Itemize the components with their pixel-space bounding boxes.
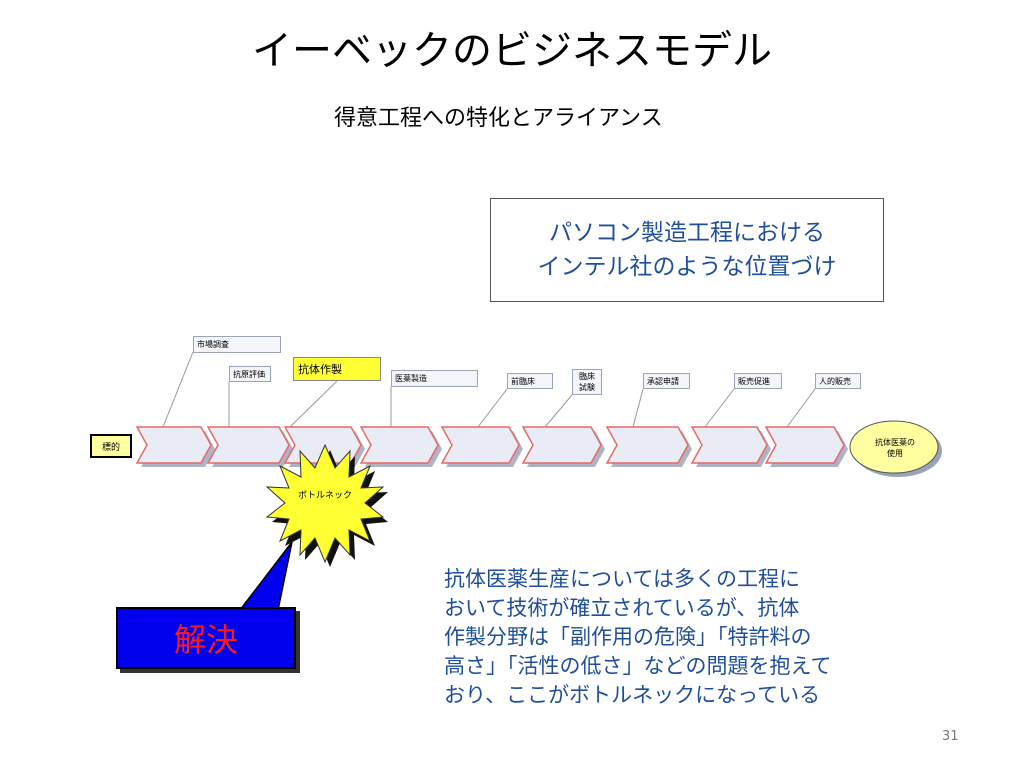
explanation-line-5: おり、ここがボトルネックになっている: [444, 683, 821, 707]
goal-line-1: 抗体医薬の: [875, 438, 915, 447]
explanation-line-3: 作製分野は「副作用の危険」「特許料の: [444, 625, 812, 649]
slide-title: イーベックのビジネスモデル: [252, 28, 772, 74]
step-label-preclinical: 前臨床: [507, 373, 553, 389]
bottleneck-label: ボトルネック: [297, 491, 352, 501]
chevron-4: [359, 426, 439, 464]
step-label-approval: 承認申請: [643, 373, 690, 389]
explanation-line-1: 抗体医薬生産については多くの工程に: [444, 567, 800, 591]
explanation-line-2: おいて技術が確立されているが、抗体: [444, 596, 800, 620]
step-label-sales: 人的販売: [815, 373, 861, 389]
explanation-text: 抗体医薬生産については多くの工程に おいて技術が確立されているが、抗体 作製分野…: [444, 565, 934, 710]
step-label-manufacture: 医薬製造: [391, 370, 478, 387]
chevron-9: [764, 426, 845, 464]
slide-subtitle: 得意工程への特化とアライアンス: [334, 106, 663, 131]
analogy-line-1: パソコン製造工程における: [549, 220, 825, 246]
step-label-antigen: 抗原評価: [229, 366, 271, 382]
leader-line-promotion: [704, 388, 735, 428]
step-label-clinical-line-2: 試験: [579, 383, 595, 392]
chevron-1: [135, 426, 212, 464]
leader-line-clinical: [544, 394, 573, 428]
goal-ellipse: [849, 420, 939, 474]
target-box: 標的: [90, 434, 132, 458]
explanation-line-4: 高さ」「活性の低さ」などの問題を抱えて: [444, 654, 832, 678]
chevron-8: [690, 426, 768, 464]
leader-line-market: [162, 351, 194, 428]
chevron-2: [206, 426, 290, 464]
step-label-market: 市場調査: [193, 336, 281, 353]
goal-label: 抗体医薬の 使用: [850, 422, 940, 474]
leader-line-antibody: [289, 380, 338, 428]
page-number: 31: [942, 729, 959, 744]
step-label-antibody: 抗体作製: [293, 357, 381, 381]
leader-line-approval: [632, 388, 644, 428]
step-label-clinical: 臨床 試験: [572, 369, 602, 395]
leader-line-preclinical: [477, 388, 508, 428]
chevron-6: [521, 426, 602, 464]
callout-pointer: [238, 541, 293, 611]
leader-line-sales: [786, 388, 816, 428]
step-label-promotion: 販売促進: [734, 373, 782, 389]
chevron-7: [605, 426, 689, 464]
analogy-box: パソコン製造工程における インテル社のような位置づけ: [490, 198, 884, 302]
solution-box: 解決: [116, 607, 296, 669]
chevron-5: [440, 426, 520, 464]
analogy-line-2: インテル社のような位置づけ: [537, 254, 837, 280]
step-label-clinical-line-1: 臨床: [579, 372, 595, 381]
goal-line-2: 使用: [887, 449, 903, 458]
bottleneck-starburst: [265, 443, 385, 564]
